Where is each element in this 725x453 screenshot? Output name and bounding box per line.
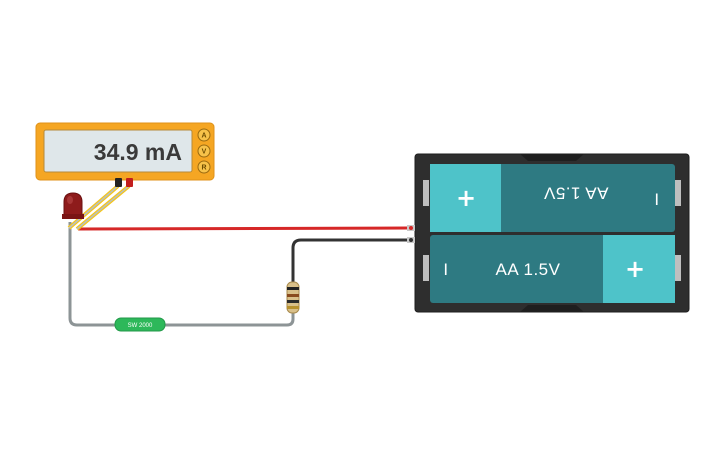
wire-black-negative[interactable] — [291, 238, 408, 283]
battery-cell-top[interactable]: + AA 1.5V I — [430, 164, 675, 232]
cell-top-label: AA 1.5V — [543, 184, 608, 203]
contact-right-bottom — [675, 255, 681, 281]
resistor-band-4 — [287, 306, 299, 309]
terminal-marker-black — [409, 238, 413, 242]
resistor-band-1 — [287, 287, 299, 290]
battery-pack[interactable]: + AA 1.5V I I AA 1.5V + — [407, 153, 690, 313]
svg-text:V: V — [202, 149, 207, 156]
led[interactable] — [62, 192, 84, 219]
multimeter-screen — [43, 129, 193, 173]
wire-led-to-switch[interactable] — [68, 222, 120, 327]
switch[interactable]: SW 2000 — [114, 317, 166, 332]
mode-button-a[interactable]: A — [197, 128, 211, 142]
minus-icon: I — [443, 260, 448, 279]
mode-button-r[interactable]: R — [197, 160, 211, 174]
resistor-band-3 — [287, 300, 299, 303]
svg-text:R: R — [201, 165, 206, 172]
battery-holder-notch-bottom — [520, 305, 584, 312]
led-highlight — [67, 196, 73, 204]
contact-left-bottom — [423, 255, 429, 281]
led-rim — [62, 214, 84, 219]
probe-lead-black-core — [68, 185, 119, 229]
contact-left-top — [423, 180, 429, 206]
switch-label: SW 2000 — [128, 323, 153, 329]
wires — [67, 184, 409, 327]
svg-text:A: A — [201, 133, 206, 140]
terminal-marker-red — [409, 226, 413, 230]
contact-right-top — [675, 180, 681, 206]
plus-icon: + — [625, 255, 645, 283]
cell-bottom-label: AA 1.5V — [496, 260, 561, 279]
mode-button-v[interactable]: V — [197, 144, 211, 158]
plus-icon: + — [456, 184, 476, 212]
led-icon — [63, 192, 83, 216]
switch-icon — [114, 317, 166, 332]
minus-icon: I — [654, 190, 659, 209]
cell-top-positive-cap — [430, 164, 501, 232]
probe-lead-red-core — [76, 185, 130, 230]
probe-socket-black[interactable] — [115, 178, 122, 187]
resistor[interactable] — [286, 281, 300, 314]
battery-cell-bottom[interactable]: I AA 1.5V + — [430, 235, 675, 303]
battery-holder-notch-top — [520, 154, 584, 161]
probe-socket-red[interactable] — [126, 178, 133, 187]
resistor-band-2 — [287, 294, 299, 297]
wire-red-positive[interactable] — [77, 226, 409, 231]
multimeter-reading: 34.9 mA — [94, 139, 182, 165]
multimeter[interactable]: 34.9 mA A V R — [35, 122, 215, 187]
wire-switch-to-resistor[interactable] — [160, 312, 295, 327]
cell-bottom-positive-cap — [603, 235, 675, 303]
